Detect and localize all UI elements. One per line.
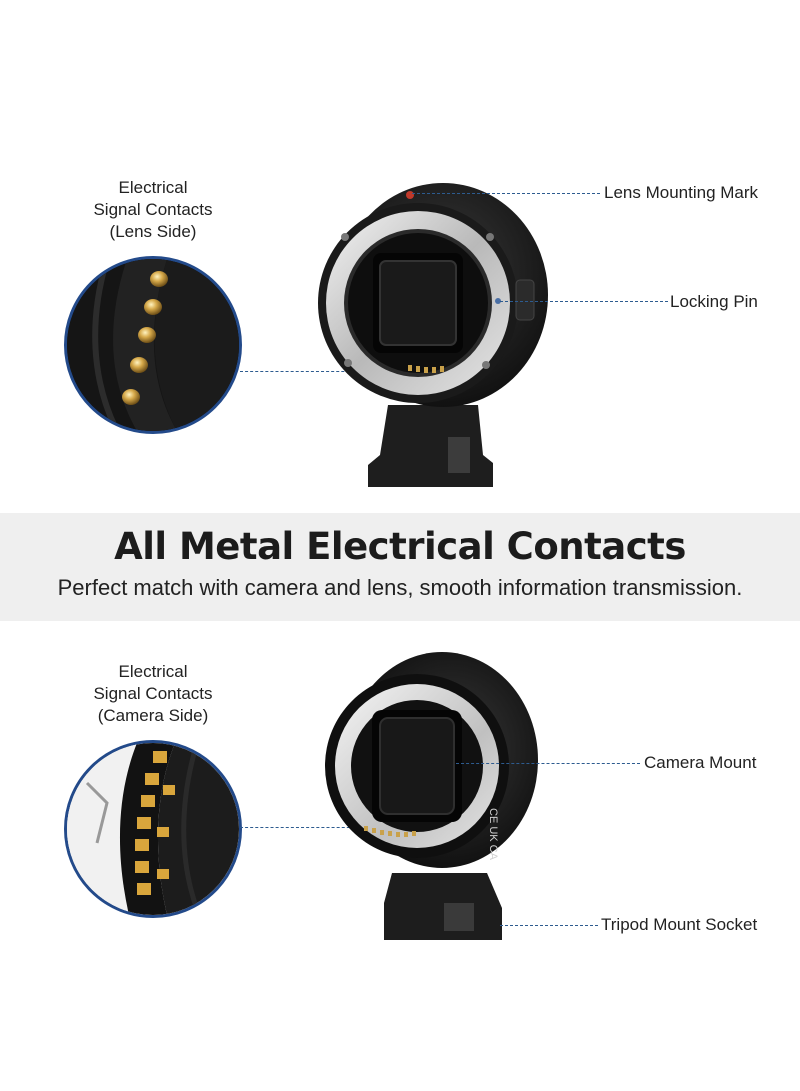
- lens-side-label-line2: Signal Contacts: [93, 200, 213, 219]
- locking-pin-label: Locking Pin: [670, 292, 758, 311]
- tripod-socket-leader: [500, 925, 598, 926]
- locking-pin-leader: [500, 301, 668, 302]
- camera-side-contacts-zoom: [64, 740, 242, 918]
- adapter-lens-side-image: [318, 175, 558, 495]
- lens-side-contacts-label: Electrical Signal Contacts (Lens Side): [53, 177, 253, 243]
- camera-side-label-line1: Electrical: [118, 662, 188, 681]
- camera-mount-leader: [456, 763, 640, 764]
- ce-marking: CE UK CA: [487, 808, 499, 861]
- headline-band: [0, 513, 800, 621]
- camera-side-label-line2: Signal Contacts: [93, 684, 213, 703]
- lens-side-label-line3: (Lens Side): [109, 222, 197, 241]
- lens-mounting-mark-label: Lens Mounting Mark: [604, 183, 759, 202]
- headline-subtitle: Perfect match with camera and lens, smoo…: [57, 575, 743, 600]
- adapter-camera-side-image: CE UK CA: [322, 648, 542, 948]
- lens-side-contacts-zoom: [64, 256, 242, 434]
- lens-mount-mark-leader: [412, 193, 600, 194]
- headline-title: All Metal Electrical Contacts: [114, 525, 686, 568]
- lens-side-label-line1: Electrical: [118, 178, 188, 197]
- camera-side-label-line3: (Camera Side): [97, 706, 209, 725]
- tripod-mount-socket-label: Tripod Mount Socket: [601, 915, 758, 934]
- camera-mount-label: Camera Mount: [644, 753, 757, 772]
- camera-side-contacts-label: Electrical Signal Contacts (Camera Side): [53, 661, 253, 727]
- lens-contacts-leader: [240, 371, 400, 372]
- camera-contacts-leader: [240, 827, 360, 828]
